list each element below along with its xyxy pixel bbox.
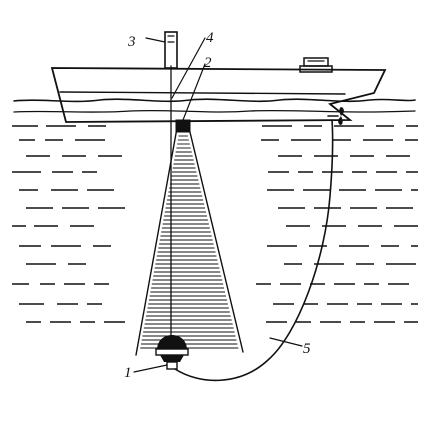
submerged-device — [155, 335, 189, 370]
propeller-icon — [327, 107, 344, 125]
water-surface — [13, 98, 416, 113]
label-1: 1 — [124, 365, 132, 381]
label-3: 3 — [127, 34, 136, 50]
deck-fitting-icon — [299, 57, 333, 73]
transducer — [175, 119, 191, 133]
label-4: 4 — [206, 30, 214, 46]
label-5: 5 — [303, 341, 311, 357]
boat — [50, 57, 387, 123]
label-2: 2 — [204, 55, 212, 71]
leader-lines — [133, 37, 303, 373]
sonar-beam — [135, 127, 244, 356]
indicator-unit — [164, 31, 178, 69]
underwater-lines — [12, 125, 418, 323]
